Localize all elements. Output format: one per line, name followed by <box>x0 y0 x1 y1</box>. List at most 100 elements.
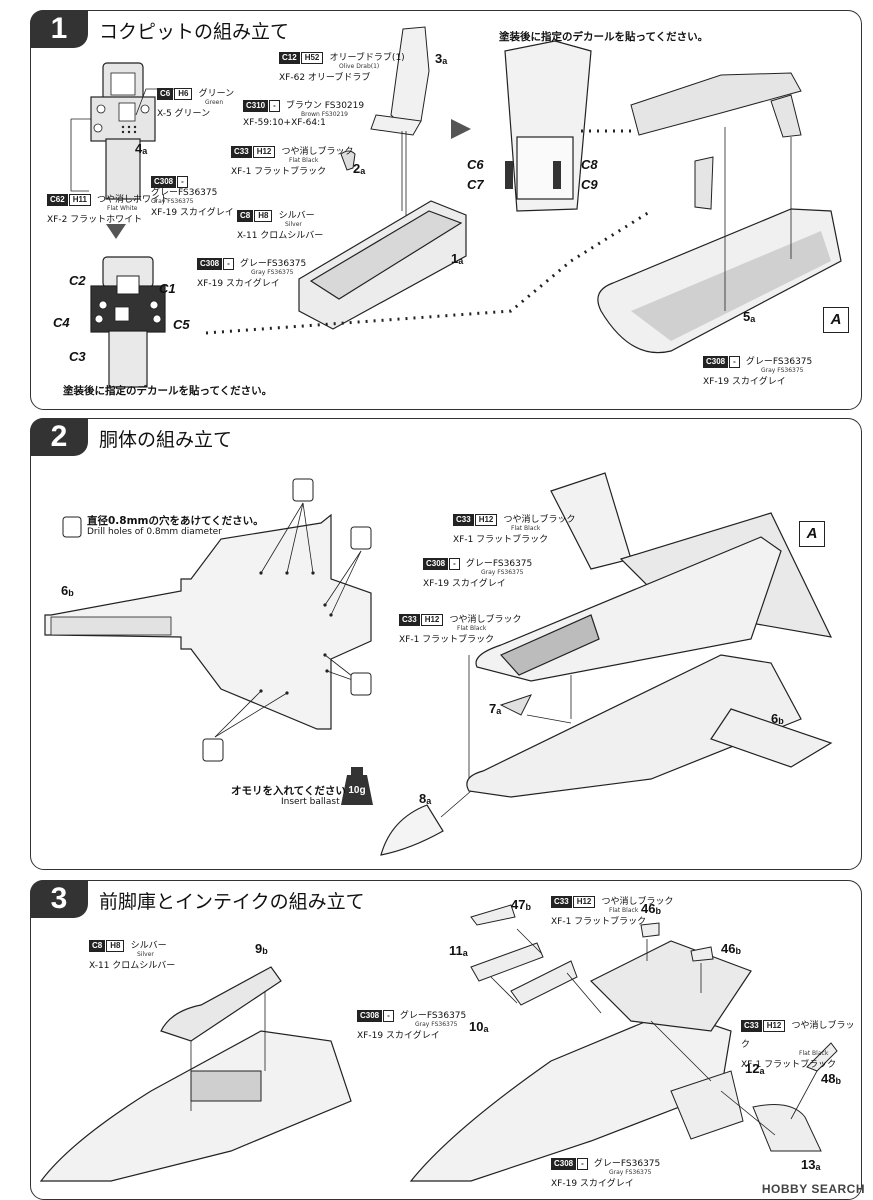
decal-c9: C9 <box>581 177 598 192</box>
paint-code: C33 <box>399 614 420 626</box>
paint-en: Gray FS36375 <box>151 198 194 205</box>
part-6b-2: 6b <box>771 711 784 726</box>
paint-callout-c308-a: C308- グレーFS36375 Gray FS36375 XF-19 スカイグ… <box>151 169 234 218</box>
part-11a: 11a <box>449 943 468 958</box>
paint-name: X-11 クロムシルバー <box>237 231 324 241</box>
drill-icon <box>63 517 81 537</box>
step-3-panel: 3 前脚庫とインテイクの組み立て <box>30 880 862 1200</box>
paint-code: C33 <box>741 1020 762 1032</box>
part-5a: 5a <box>743 309 756 324</box>
drill-note-jp: 直径0.8mmの穴をあけてください。 <box>87 515 264 527</box>
paint-jp: つや消しブラック <box>741 1021 855 1050</box>
paint-name: XF-59:10+XF-64:1 <box>243 118 326 128</box>
paint-name: XF-1 フラットブラック <box>551 917 647 927</box>
paint-hcode: - <box>269 100 280 112</box>
paint-code: C308 <box>423 558 449 570</box>
paint-hcode: H8 <box>106 940 125 952</box>
paint-code: C310 <box>243 100 269 112</box>
paint-code: C308 <box>551 1158 577 1170</box>
paint-name: XF-19 スカイグレイ <box>551 1179 634 1189</box>
paint-hcode: - <box>223 258 234 270</box>
paint-name: XF-19 スカイグレイ <box>197 279 280 289</box>
paint-hcode: H12 <box>762 1020 786 1032</box>
paint-code: C308 <box>357 1010 383 1022</box>
paint-jp: グレーFS36375 <box>151 188 218 198</box>
step-title: 胴体の組み立て <box>99 429 233 451</box>
paint-jp: グレーFS36375 <box>465 559 533 569</box>
paint-callout-c308-b: C308- グレーFS36375 Gray FS36375 XF-19 スカイグ… <box>551 1151 660 1189</box>
paint-name: XF-1 フラットブラック <box>231 167 327 177</box>
paint-en: Gray FS36375 <box>415 1021 458 1028</box>
paint-jp: グレーFS36375 <box>745 357 813 367</box>
paint-en: Silver <box>137 951 154 958</box>
ballast-weight-icon: 10g <box>348 785 366 796</box>
paint-code: C308 <box>703 356 729 368</box>
paint-jp: グレーFS36375 <box>593 1159 661 1169</box>
paint-jp: オリーブドラブ(1) <box>329 53 405 63</box>
paint-code: C62 <box>47 194 68 206</box>
decal-c4: C4 <box>53 315 70 330</box>
paint-code: C308 <box>151 176 177 188</box>
paint-name: X-5 グリーン <box>157 109 211 119</box>
paint-hcode: H8 <box>254 210 273 222</box>
part-4a: 4a <box>135 141 148 156</box>
paint-name: XF-1 フラットブラック <box>741 1060 837 1070</box>
paint-name: XF-1 フラットブラック <box>399 635 495 645</box>
paint-jp: つや消しブラック <box>601 897 674 907</box>
paint-en: Green <box>205 99 224 106</box>
paint-en: Brown FS30219 <box>301 111 348 118</box>
paint-name: XF-19 スカイグレイ <box>423 579 506 589</box>
paint-callout-c308-a: C308- グレーFS36375 Gray FS36375 XF-19 スカイグ… <box>357 1003 466 1041</box>
paint-jp: つや消しホワイト <box>97 195 170 205</box>
part-6b: 6b <box>61 583 74 598</box>
paint-en: Flat Black <box>289 157 319 164</box>
decal-note-top: 塗装後に指定のデカールを貼ってください。 <box>499 31 709 43</box>
paint-jp: グリーン <box>198 89 235 99</box>
paint-jp: つや消しブラック <box>449 615 522 625</box>
paint-code: C8 <box>237 210 254 222</box>
step-2-panel: 2 胴体の組み立て <box>30 418 862 870</box>
intake-assembly-illustration <box>39 904 838 1182</box>
paint-jp: ブラウン FS30219 <box>285 101 365 111</box>
paint-en: Silver <box>285 221 302 228</box>
paint-name: X-11 クロムシルバー <box>89 961 176 971</box>
part-3a: 3a <box>435 51 448 66</box>
paint-hcode: H12 <box>474 514 498 526</box>
paint-hcode: - <box>729 356 740 368</box>
paint-hcode: H11 <box>68 194 91 206</box>
ballast-note-jp: オモリを入れてください <box>231 785 346 797</box>
paint-jp: シルバー <box>130 941 167 951</box>
paint-en: Flat Black <box>457 625 487 632</box>
part-46b: 46b <box>641 901 661 916</box>
paint-hcode: H6 <box>174 88 193 100</box>
paint-name: XF-1 フラットブラック <box>453 535 549 545</box>
paint-jp: グレーFS36375 <box>239 259 307 269</box>
decal-c3: C3 <box>69 349 86 364</box>
paint-code: C8 <box>89 940 106 952</box>
step-title: 前脚庫とインテイクの組み立て <box>99 891 365 913</box>
step-number: 1 <box>30 10 88 48</box>
paint-en: Gray FS36375 <box>761 367 804 374</box>
paint-name: XF-19 スカイグレイ <box>151 208 234 218</box>
paint-hcode: - <box>383 1010 394 1022</box>
step-number: 2 <box>30 418 88 456</box>
paint-callout-c308-b: C308- グレーFS36375 Gray FS36375 XF-19 スカイグ… <box>197 251 306 289</box>
paint-jp: つや消しブラック <box>503 515 576 525</box>
ballast-note-en: Insert ballast <box>281 797 340 807</box>
paint-jp: グレーFS36375 <box>399 1011 467 1021</box>
paint-jp: つや消しブラック <box>281 147 354 157</box>
paint-name: XF-2 フラットホワイト <box>47 215 143 225</box>
decal-note-bottom: 塗装後に指定のデカールを貼ってください。 <box>63 385 273 397</box>
part-7a: 7a <box>489 701 502 716</box>
step-number: 3 <box>30 880 88 918</box>
paint-en: Flat Black <box>511 525 541 532</box>
part-1a: 1a <box>451 251 464 266</box>
reference-box-a: A <box>823 307 849 333</box>
